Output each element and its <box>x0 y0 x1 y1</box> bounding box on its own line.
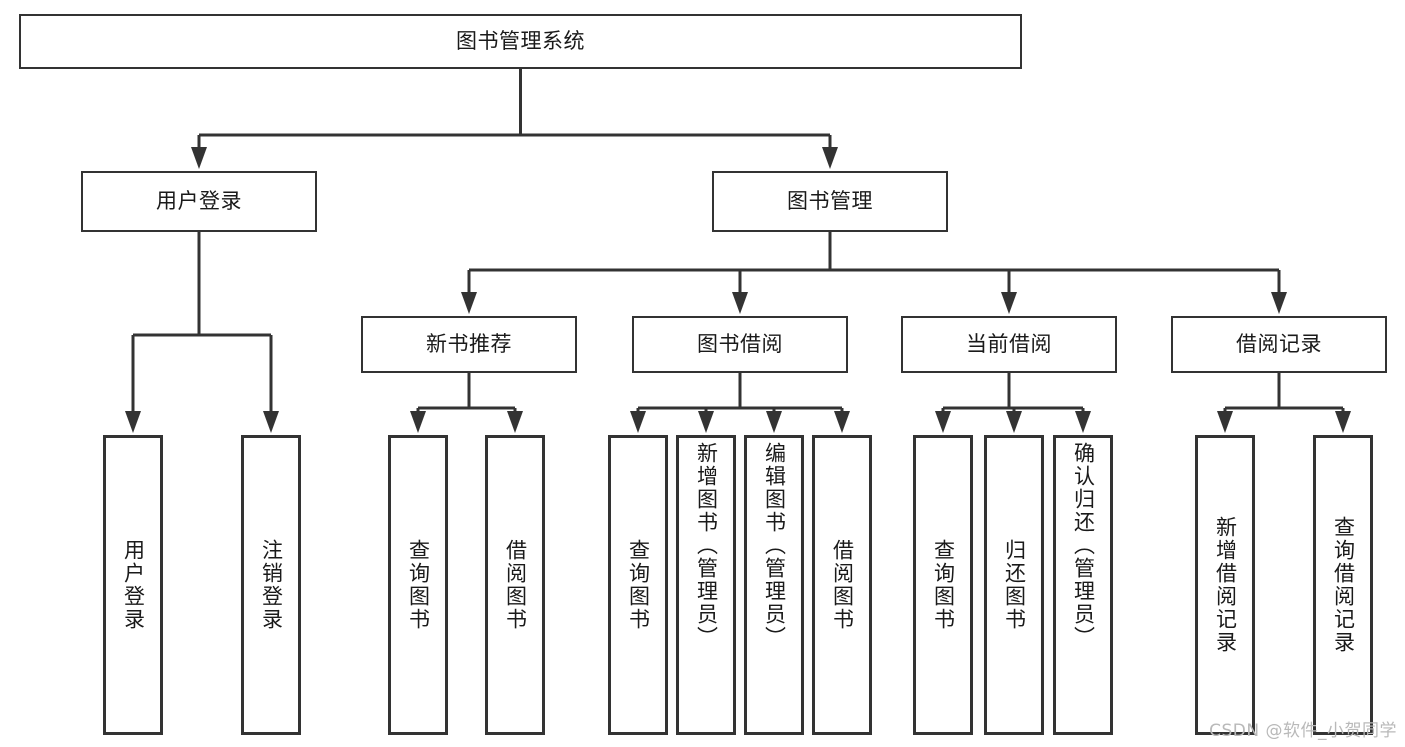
node-label: 编辑图书（管理员） <box>762 442 787 649</box>
leaf-return-book[interactable]: 归还图书 <box>984 435 1044 735</box>
node-label: 查询图书 <box>931 539 956 631</box>
node-label: 借阅图书 <box>830 539 855 631</box>
node-label: 注销登录 <box>259 539 284 631</box>
node-book-management[interactable]: 图书管理 <box>712 171 948 232</box>
node-current-borrowing[interactable]: 当前借阅 <box>901 316 1117 373</box>
node-user-login[interactable]: 用户登录 <box>81 171 317 232</box>
node-root-system[interactable]: 图书管理系统 <box>19 14 1022 69</box>
leaf-user-login[interactable]: 用户登录 <box>103 435 163 735</box>
leaf-edit-book-admin[interactable]: 编辑图书（管理员） <box>744 435 804 735</box>
node-borrowing-records[interactable]: 借阅记录 <box>1171 316 1387 373</box>
node-label: 当前借阅 <box>966 332 1052 357</box>
node-label: 用户登录 <box>156 189 242 214</box>
leaf-logout[interactable]: 注销登录 <box>241 435 301 735</box>
leaf-borrow-book[interactable]: 借阅图书 <box>812 435 872 735</box>
node-label: 查询图书 <box>626 539 651 631</box>
leaf-query-book-recommendation[interactable]: 查询图书 <box>388 435 448 735</box>
leaf-query-book-current[interactable]: 查询图书 <box>913 435 973 735</box>
node-label: 用户登录 <box>121 539 146 631</box>
leaf-borrow-book-recommendation[interactable]: 借阅图书 <box>485 435 545 735</box>
leaf-add-borrow-record[interactable]: 新增借阅记录 <box>1195 435 1255 735</box>
node-label: 归还图书 <box>1002 539 1027 631</box>
node-label: 借阅图书 <box>503 539 528 631</box>
node-label: 确认归还（管理员） <box>1071 442 1096 649</box>
node-label: 借阅记录 <box>1236 332 1322 357</box>
node-label: 图书管理 <box>787 189 873 214</box>
node-book-borrowing[interactable]: 图书借阅 <box>632 316 848 373</box>
node-label: 新增图书（管理员） <box>694 442 719 649</box>
leaf-query-book-borrowing[interactable]: 查询图书 <box>608 435 668 735</box>
node-label: 查询借阅记录 <box>1331 516 1356 654</box>
leaf-query-borrow-record[interactable]: 查询借阅记录 <box>1313 435 1373 735</box>
node-label: 新书推荐 <box>426 332 512 357</box>
leaf-confirm-return-admin[interactable]: 确认归还（管理员） <box>1053 435 1113 735</box>
node-label: 查询图书 <box>406 539 431 631</box>
node-label: 图书借阅 <box>697 332 783 357</box>
node-new-book-recommendation[interactable]: 新书推荐 <box>361 316 577 373</box>
node-label: 图书管理系统 <box>456 29 585 54</box>
leaf-add-book-admin[interactable]: 新增图书（管理员） <box>676 435 736 735</box>
watermark-text: CSDN @软件_小贺同学 <box>1209 721 1397 741</box>
node-label: 新增借阅记录 <box>1213 516 1238 654</box>
